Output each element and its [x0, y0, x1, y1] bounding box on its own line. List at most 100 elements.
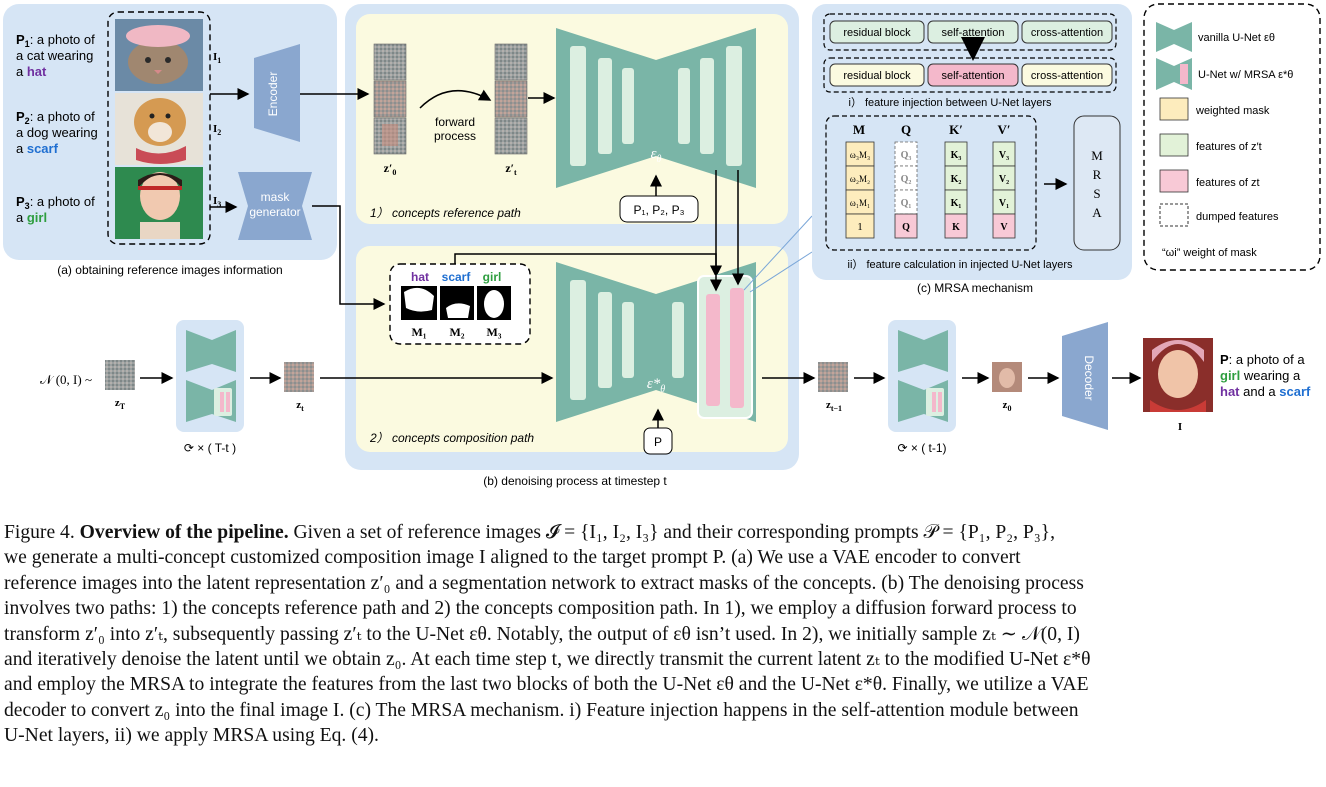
unet-mrsa: ε*θ [556, 262, 756, 422]
legend-vanilla-unet-label: vanilla U-Net εθ [1198, 32, 1275, 44]
svg-text:a scarf: a scarf [16, 141, 59, 156]
loop-count-2: ⟳ × ( t-1) [897, 441, 946, 455]
svg-text:Q: Q [902, 222, 910, 233]
svg-text:self-attention: self-attention [942, 27, 1005, 39]
zt-prime-stack: z′t [494, 43, 528, 177]
prompts-input-box [619, 195, 699, 223]
zt-minus-1-latent [818, 362, 848, 392]
zt-label: zt [296, 399, 304, 413]
figure-number: Figure 4. [4, 522, 75, 543]
svg-text:Q₁: Q₁ [901, 198, 912, 209]
svg-text:a hat: a hat [16, 64, 47, 79]
svg-text:Q: Q [901, 122, 911, 137]
svg-text:Decoder: Decoder [1082, 355, 1096, 400]
mrsa-box: M R S A [1073, 115, 1121, 251]
svg-text:S: S [1093, 186, 1100, 201]
prompts-input-label: P₁, P₂, P₃ [634, 203, 685, 217]
final-image-label: I [1178, 421, 1182, 433]
zt-latent [284, 362, 314, 392]
mask-generator-block: mask generator [238, 172, 312, 240]
unet-epsilon-theta: εθ [556, 28, 756, 188]
svg-text:z′t: z′t [505, 161, 517, 177]
legend-features-zt-prime-label: features of z′t [1196, 141, 1262, 153]
svg-text:M₁: M₁ [412, 325, 427, 339]
girl-image [115, 167, 203, 239]
reference-path-label: 1） concepts reference path [370, 206, 521, 220]
caption-title: Overview of the pipeline. [79, 522, 289, 543]
block-row-1: residual block self-attention cross-atte… [829, 20, 1113, 44]
caption-line-6: and iteratively denoise the latent until… [4, 649, 1091, 671]
svg-text:R: R [1093, 167, 1102, 182]
svg-text:V: V [1000, 222, 1008, 233]
svg-text:a girl: a girl [16, 210, 47, 225]
svg-text:residual block: residual block [843, 70, 911, 82]
noise-distribution-label: 𝒩 (0, I) ~ [40, 372, 92, 387]
svg-text:K′: K′ [949, 122, 963, 137]
svg-text:ω₁M₁: ω₁M₁ [850, 198, 870, 208]
decoder-block: Decoder [1062, 322, 1108, 430]
svg-text:hat: hat [411, 270, 429, 284]
prompt-p2: P2: a photo of a dog wearing a scarf [16, 109, 98, 156]
pipeline-figure: P1: a photo of a cat wearing a hat P2: a… [3, 3, 1321, 488]
forward-process-arrow [419, 89, 492, 109]
svg-text:P1: a photo of: P1: a photo of [16, 32, 95, 49]
block-row-2: residual block self-attention cross-atte… [829, 63, 1113, 87]
panel-a: P1: a photo of a cat wearing a hat P2: a… [3, 4, 337, 277]
svg-text:hat and a scarf: hat and a scarf [1220, 384, 1311, 399]
svg-text:P: a photo of a: P: a photo of a [1220, 352, 1305, 367]
caption-line-8: decoder to convert z₀ into the final ima… [4, 699, 1079, 721]
svg-text:A: A [1092, 205, 1102, 220]
svg-text:M: M [853, 122, 865, 137]
zT-label: zT [115, 397, 126, 411]
prompt-p3: P3: a photo of a girl [16, 194, 95, 225]
svg-text:K₁: K₁ [951, 198, 962, 209]
svg-text:V₂: V₂ [999, 174, 1009, 185]
svg-text:Q₂: Q₂ [901, 174, 912, 185]
loop-unets-1 [176, 320, 244, 432]
caption-line-9: U-Net layers, ii) we apply MRSA using Eq… [4, 725, 379, 747]
legend-dumped-features-swatch [1159, 203, 1189, 227]
panel-b-caption: (b) denoising process at timestep t [483, 474, 667, 488]
reference-images-group [107, 11, 211, 245]
concept-masks: hat scarf girl M₁ M₂ M₃ [389, 263, 531, 345]
query-column: Q₃ Q₂ Q₁ Q [894, 141, 918, 239]
panel-b: z′0 forward process z′t εθ P₁, P₂, P₃ [300, 4, 813, 488]
svg-text:girl wearing a: girl wearing a [1220, 368, 1301, 383]
final-prompt: P: a photo of a girl wearing a hat and a… [1220, 352, 1311, 399]
z0-prime-stack: z′0 [373, 43, 407, 177]
caption-line-5: transform z′₀ into z′ₜ, subsequently pas… [4, 623, 1080, 645]
svg-text:M: M [1091, 148, 1103, 163]
image-label-i1: I1 [213, 51, 221, 65]
svg-text:1: 1 [857, 221, 863, 233]
svg-text:scarf: scarf [442, 270, 472, 284]
key-column: K₃ K₂ K₁ K [944, 141, 968, 239]
calc-label: ii） feature calculation in injected U-Ne… [848, 258, 1073, 271]
svg-text:P2: a photo of: P2: a photo of [16, 109, 95, 126]
z0-label: z0 [1003, 399, 1012, 413]
legend-features-zt-label: features of zt [1196, 177, 1260, 189]
injection-label: i） feature injection between U-Net layer… [849, 96, 1052, 109]
svg-text:girl: girl [483, 270, 502, 284]
svg-text:a cat wearing: a cat wearing [16, 48, 93, 63]
svg-text:P3: a photo of: P3: a photo of [16, 194, 95, 211]
svg-text:V₁: V₁ [999, 198, 1009, 209]
svg-text:residual block: residual block [843, 27, 911, 39]
svg-text:V₃: V₃ [999, 150, 1009, 161]
image-label-i3: I3 [213, 195, 221, 209]
prompt-input-label: P [654, 435, 662, 449]
mask-column: ω₃M₃ ω₂M₂ ω₁M₁ 1 [845, 141, 875, 239]
panel-a-caption: (a) obtaining reference images informati… [57, 263, 282, 277]
svg-text:V′: V′ [997, 122, 1010, 137]
svg-text:mask: mask [261, 190, 291, 204]
prompt-p1: P1: a photo of a cat wearing a hat [16, 32, 95, 79]
encoder-block: Encoder [254, 44, 300, 142]
panel-c: residual block self-attention cross-atte… [812, 4, 1132, 295]
denoising-row: 𝒩 (0, I) ~ zT ⟳ × ( T-t ) zt zt−1 [40, 320, 1311, 455]
image-label-i2: I2 [213, 123, 221, 137]
svg-text:cross-attention: cross-attention [1031, 70, 1103, 82]
svg-text:ω₂M₂: ω₂M₂ [850, 174, 870, 184]
final-image [1143, 338, 1213, 412]
value-column: V₃ V₂ V₁ V [992, 141, 1016, 239]
svg-text:K₃: K₃ [951, 150, 962, 161]
svg-text:M₂: M₂ [450, 325, 465, 339]
